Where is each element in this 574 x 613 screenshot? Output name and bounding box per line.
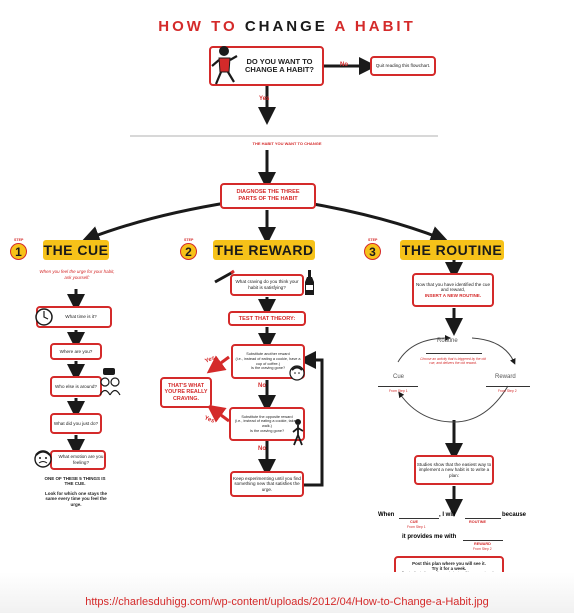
step-title-routine: THE ROUTINE xyxy=(400,240,504,260)
loop-routine-note: Choose an activity that is triggered by … xyxy=(420,357,486,365)
arrow-to-routine xyxy=(301,200,449,244)
arrow-yes-1 xyxy=(206,355,230,374)
loop-cue-label: Cue xyxy=(393,374,405,380)
person-running-icon xyxy=(211,46,238,85)
page-title: HOW TO CHANGE A HABIT xyxy=(0,18,574,35)
cue-red-note: ONE OF THESE 5 THINGS IS THE CUE. xyxy=(44,476,106,487)
step-1-badge: 1 xyxy=(10,243,27,260)
loop-reward-from: From Step 2 xyxy=(498,389,517,393)
cue-emotion-box: What emotion are you feeling? xyxy=(50,450,106,470)
footer-strip xyxy=(0,572,574,613)
loop-routine-label: Routine xyxy=(437,338,458,344)
loop-reward-blank xyxy=(486,386,530,387)
step-2-badge: 2 xyxy=(180,243,197,260)
step-3-badge: 3 xyxy=(364,243,381,260)
reward-sub2-box: Substitute the opposite reward (i.e., in… xyxy=(229,407,305,441)
step-3-label: STEP xyxy=(368,238,378,242)
no-label-2: No xyxy=(258,446,266,452)
plan-cue-from: From Step 1 xyxy=(407,525,426,529)
diagnose-box: DIAGNOSE THE THREE PARTS OF THE HABIT xyxy=(220,183,316,209)
face-coffee-icon xyxy=(289,365,305,381)
reward-craving-box: What craving do you think your habit is … xyxy=(230,274,304,296)
plan-because: because xyxy=(502,512,527,518)
loop-routine-blank xyxy=(426,353,482,354)
plan-routine-blank xyxy=(465,518,501,519)
cue-action-box: What did you just do? xyxy=(50,413,102,434)
no-label-1: No xyxy=(258,383,266,389)
step-title-cue: THE CUE xyxy=(43,240,109,260)
reward-test-box: TEST THAT THEORY: xyxy=(228,311,306,326)
title-word-habit: HABIT xyxy=(354,18,416,35)
cue-place-box: Where are you? xyxy=(50,343,102,360)
plan-reward-from: From Step 2 xyxy=(473,547,492,551)
plan-reward-label: REWARD xyxy=(474,542,491,546)
arrow-loop-back xyxy=(298,351,324,487)
walking-person-icon xyxy=(292,419,304,446)
step-2-label: STEP xyxy=(184,238,194,242)
routine-intro-box: Now that you have identified the cue and… xyxy=(412,273,494,307)
reward-keep-box: Keep experimenting until you find someth… xyxy=(230,471,304,497)
step-1-label: STEP xyxy=(14,238,24,242)
arrow-to-cue xyxy=(81,200,233,244)
source-url: https://charlesduhigg.com/wp-content/upl… xyxy=(85,596,489,608)
plan-cue-label: CUE xyxy=(410,520,419,524)
cue-black-note: Look for which one stays the same every … xyxy=(44,491,107,507)
reward-result-box: THAT'S WHAT YOU'RE REALLY CRAVING. xyxy=(160,377,212,408)
step-title-reward: THE REWARD xyxy=(213,240,315,260)
loop-reward-label: Reward xyxy=(495,374,516,380)
no-label: No xyxy=(340,62,348,68)
yes-label: Yes xyxy=(259,96,270,102)
plan-provides: it provides me with xyxy=(402,534,457,540)
title-word-change: CHANGE xyxy=(244,18,328,35)
plan-routine-label: ROUTINE xyxy=(469,520,487,524)
title-word-how-to: HOW TO xyxy=(158,18,238,35)
plan-cue-blank xyxy=(399,518,439,519)
clock-icon xyxy=(35,308,53,326)
loop-cue-from: From Step 1 xyxy=(389,389,408,393)
habit-label: THE HABIT YOU WANT TO CHANGE xyxy=(252,141,322,146)
plan-when: When xyxy=(378,512,395,518)
cue-people-box: Who else is around? xyxy=(50,376,102,397)
title-word-a: A xyxy=(334,18,348,35)
routine-studies-box: Studies show that the easiest way to imp… xyxy=(414,455,494,485)
bottle-icon xyxy=(305,270,314,295)
quit-box: Quit reading this flowchart. xyxy=(370,56,436,76)
plan-reward-blank xyxy=(463,540,503,541)
plan-i-will: , I will xyxy=(439,512,456,518)
loop-cue-blank xyxy=(378,386,418,387)
cigarette-icon xyxy=(214,269,235,284)
arrow-yes-2 xyxy=(206,404,230,423)
face-icon xyxy=(34,450,52,468)
cue-intro: When you feel the urge for your habit, a… xyxy=(39,269,115,280)
people-icon xyxy=(99,368,121,396)
